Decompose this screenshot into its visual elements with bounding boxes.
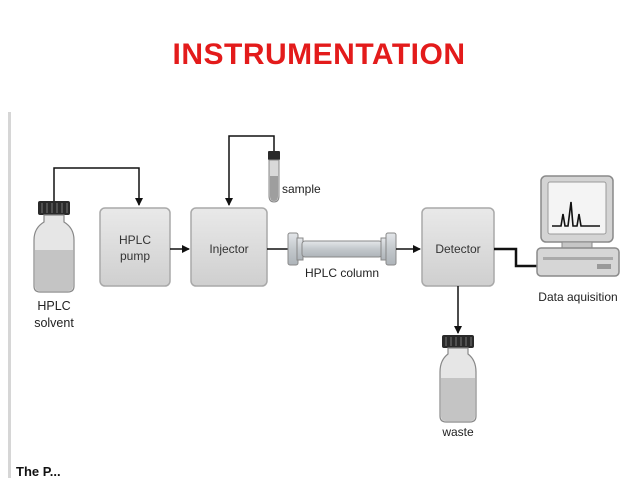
solvent-label-line2: solvent — [34, 316, 74, 330]
waste-label: waste — [441, 425, 474, 439]
solvent-to-pump-line — [53, 167, 143, 206]
chromatogram-peaks — [552, 201, 600, 227]
computer-neck — [561, 241, 593, 249]
injector-label: Injector — [209, 242, 248, 256]
injector-box — [190, 207, 268, 287]
sample-vial — [268, 151, 280, 203]
sample-to-injector-line — [225, 135, 275, 206]
detector-to-computer-line — [494, 247, 538, 268]
column-label: HPLC column — [305, 266, 379, 280]
waste-bottle — [439, 335, 477, 423]
solvent-bottle-cap — [38, 201, 70, 215]
pump-label-line2: pump — [120, 249, 150, 263]
data-acquisition-label: Data aquisition — [538, 290, 617, 304]
left-edge-line — [8, 112, 11, 478]
sample-label: sample — [282, 182, 321, 196]
solvent-bottle — [33, 201, 75, 293]
solvent-label-line1: HPLC — [37, 299, 70, 313]
pump-label-line1: HPLC — [119, 233, 151, 247]
footer-text-fragment: The P... — [16, 464, 61, 479]
computer — [536, 175, 620, 277]
hplc-column — [287, 232, 397, 266]
slide-title: INSTRUMENTATION — [172, 38, 466, 71]
detector-label: Detector — [435, 242, 480, 256]
pump-box — [99, 207, 171, 287]
computer-base — [536, 247, 620, 277]
